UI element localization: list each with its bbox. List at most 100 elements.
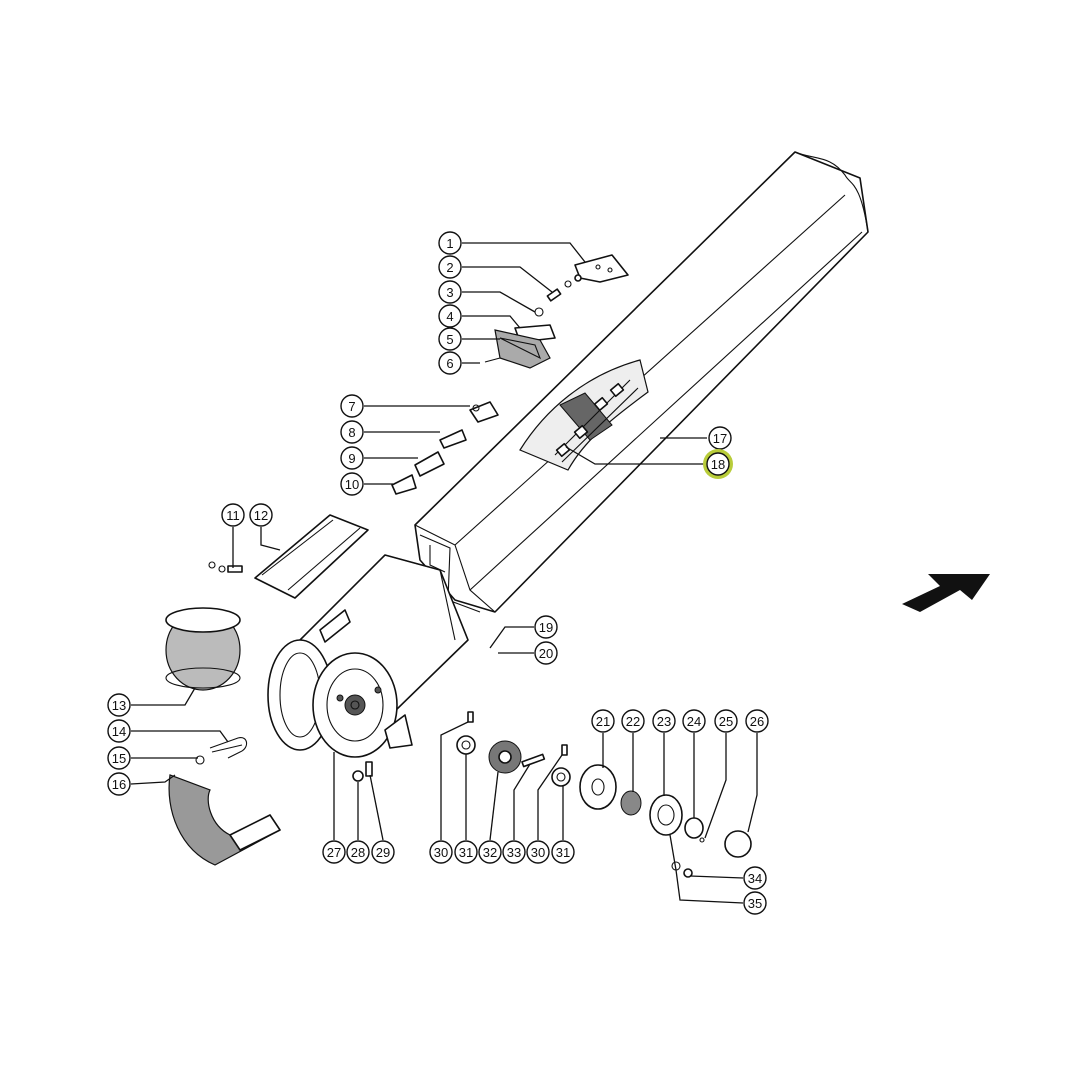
callout-c12: 12 bbox=[249, 503, 273, 527]
callout-label: 10 bbox=[345, 477, 359, 492]
callout-circle bbox=[745, 709, 769, 733]
callout-circle bbox=[221, 503, 245, 527]
callout-circle bbox=[322, 840, 346, 864]
callout-label: 25 bbox=[719, 714, 733, 729]
callout-circle bbox=[346, 840, 370, 864]
callout-label: 18 bbox=[711, 457, 725, 472]
callout-c17: 17 bbox=[708, 426, 732, 450]
callout-label: 13 bbox=[112, 698, 126, 713]
callout-circle bbox=[438, 304, 462, 328]
callout-label: 14 bbox=[112, 724, 126, 739]
callout-label: 27 bbox=[327, 845, 341, 860]
callout-circle bbox=[714, 709, 738, 733]
callout-c23: 23 bbox=[652, 709, 676, 733]
callout-label: 34 bbox=[748, 871, 762, 886]
callout-c24: 24 bbox=[682, 709, 706, 733]
callout-c3: 3 bbox=[438, 280, 462, 304]
callout-circle bbox=[551, 840, 575, 864]
callout-label: 3 bbox=[446, 285, 453, 300]
callout-circle bbox=[438, 255, 462, 279]
callout-label: 4 bbox=[446, 309, 453, 324]
bearing-bushings bbox=[456, 735, 571, 787]
clamp-plate bbox=[484, 324, 556, 369]
callout-c6: 6 bbox=[438, 351, 462, 375]
callout-c1: 1 bbox=[438, 231, 462, 255]
callout-circle bbox=[371, 840, 395, 864]
callout-circle bbox=[438, 351, 462, 375]
callout-label: 12 bbox=[254, 508, 268, 523]
leader-lines bbox=[130, 242, 758, 904]
elevator-housing bbox=[414, 151, 869, 613]
cover-plate bbox=[208, 514, 369, 599]
callout-label: 8 bbox=[348, 425, 355, 440]
callout-c15: 15 bbox=[107, 746, 131, 770]
callout-circle bbox=[743, 866, 767, 890]
callout-label: 19 bbox=[539, 620, 553, 635]
chain-links bbox=[391, 401, 499, 495]
callout-label: 30 bbox=[434, 845, 448, 860]
protective-ring bbox=[165, 607, 241, 691]
callout-label: 31 bbox=[459, 845, 473, 860]
callout-c28: 28 bbox=[346, 840, 370, 864]
callout-c29: 29 bbox=[371, 840, 395, 864]
callout-circle bbox=[706, 452, 730, 476]
callout-c21: 21 bbox=[591, 709, 615, 733]
callout-circle bbox=[438, 231, 462, 255]
small-bolts bbox=[352, 711, 568, 782]
callout-c35: 35 bbox=[743, 891, 767, 915]
callout-c33: 33 bbox=[502, 840, 526, 864]
callout-c31b: 31 bbox=[551, 840, 575, 864]
callout-circle bbox=[107, 746, 131, 770]
callout-circle bbox=[526, 840, 550, 864]
callout-circle bbox=[340, 394, 364, 418]
callout-circle bbox=[652, 709, 676, 733]
callout-circle bbox=[107, 719, 131, 743]
callout-circle bbox=[621, 709, 645, 733]
callout-circle bbox=[107, 693, 131, 717]
bolt-washer-set bbox=[534, 274, 582, 317]
shaft-key bbox=[521, 753, 546, 768]
sprocket bbox=[488, 740, 522, 774]
callout-circle bbox=[534, 615, 558, 639]
callout-label: 31 bbox=[556, 845, 570, 860]
callout-label: 22 bbox=[626, 714, 640, 729]
callout-c20: 20 bbox=[534, 641, 558, 665]
callout-label: 35 bbox=[748, 896, 762, 911]
callout-c31a: 31 bbox=[454, 840, 478, 864]
callout-label: 16 bbox=[112, 777, 126, 792]
callout-c19: 19 bbox=[534, 615, 558, 639]
callout-circle bbox=[591, 709, 615, 733]
callout-circle bbox=[743, 891, 767, 915]
callout-label: 9 bbox=[348, 451, 355, 466]
callout-label: 6 bbox=[446, 356, 453, 371]
callout-c16: 16 bbox=[107, 772, 131, 796]
callout-c27: 27 bbox=[322, 840, 346, 864]
callout-label: 28 bbox=[351, 845, 365, 860]
callout-c18: 18 bbox=[703, 449, 733, 479]
callout-c7: 7 bbox=[340, 394, 364, 418]
callout-label: 21 bbox=[596, 714, 610, 729]
flange-bearing-set bbox=[579, 764, 752, 878]
callout-c11: 11 bbox=[221, 503, 245, 527]
callout-label: 33 bbox=[507, 845, 521, 860]
callout-c22: 22 bbox=[621, 709, 645, 733]
callout-label: 32 bbox=[483, 845, 497, 860]
callout-label: 20 bbox=[539, 646, 553, 661]
callout-label: 7 bbox=[348, 399, 355, 414]
callout-c10: 10 bbox=[340, 472, 364, 496]
callout-circle bbox=[682, 709, 706, 733]
callout-circle bbox=[340, 420, 364, 444]
callout-label: 17 bbox=[713, 431, 727, 446]
callout-label: 1 bbox=[446, 236, 453, 251]
callout-label: 29 bbox=[376, 845, 390, 860]
callout-c30b: 30 bbox=[526, 840, 550, 864]
callout-label: 15 bbox=[112, 751, 126, 766]
direction-arrow-icon bbox=[902, 574, 990, 612]
callout-c26: 26 bbox=[745, 709, 769, 733]
callout-circle bbox=[534, 641, 558, 665]
callout-c32: 32 bbox=[478, 840, 502, 864]
callout-label: 5 bbox=[446, 332, 453, 347]
callout-c13: 13 bbox=[107, 693, 131, 717]
callout-label: 26 bbox=[750, 714, 764, 729]
